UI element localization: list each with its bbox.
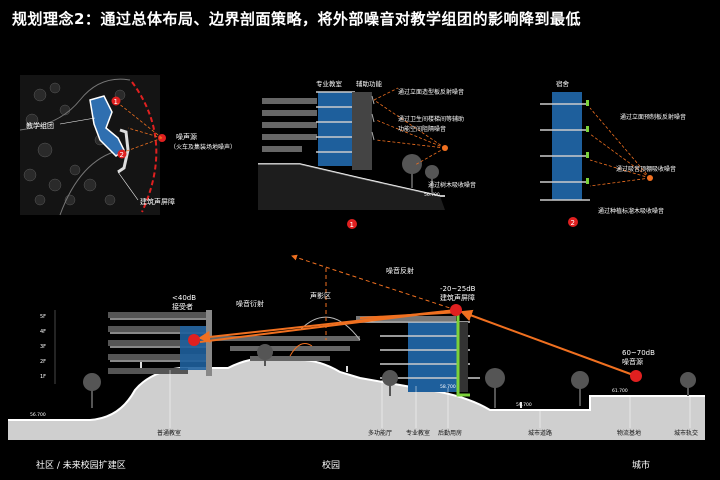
label-quiet-db: <40dB: [172, 294, 196, 302]
section2-rays: [589, 107, 651, 187]
middle-block: [210, 316, 361, 361]
section1-label-room: 专业教室: [316, 79, 343, 88]
section1-note-a: 通过立面造型板反射噪音: [398, 88, 464, 96]
elev-road: 59.700: [516, 402, 532, 408]
terrain-fill: [8, 360, 705, 440]
noise-arc: [131, 81, 158, 213]
under-label-city-road: 城市道路: [528, 429, 552, 437]
section-1: 专业教室 辅助功能 通过立面造型板反射噪音 通过卫生间楼梯间等辅助 功能空间阻隔…: [258, 79, 476, 229]
section2-badge: [568, 217, 578, 227]
screen-building: [117, 128, 130, 174]
screen-point: [450, 304, 462, 316]
section1-rays: [373, 87, 446, 166]
floor-label-1f: 1F: [40, 374, 46, 380]
right-screen-building: [355, 315, 480, 397]
label-source: 噪音源: [622, 357, 643, 366]
main-reflection-rays: [291, 254, 457, 340]
main-section: 5F 4F 3F 2F 1F: [8, 254, 705, 440]
section1-aux-block: [352, 92, 372, 170]
label-reflection: 噪音反射: [386, 266, 414, 275]
site-label-source-sub: （火车及集装场地噪声）: [170, 143, 236, 151]
bottom-label-city: 城市: [632, 461, 651, 471]
under-label-special-classroom: 专业教室: [406, 429, 430, 437]
under-labels: 普通教室 多功能厅 专业教室 后勤用房 城市道路 物流基地 城市轨交: [157, 429, 698, 437]
section1-label-aux: 辅助功能: [356, 79, 383, 88]
floor-label-5f: 5F: [40, 314, 46, 320]
floor-label-4f: 4F: [40, 329, 46, 335]
section2-note-a: 通过立面预制板反射噪音: [620, 113, 686, 121]
under-label-logistics-base: 物流基地: [617, 429, 641, 437]
elev-mid: 58.700: [440, 384, 456, 390]
site-trees: [23, 82, 126, 206]
teaching-cluster: [89, 95, 125, 157]
section1-note-b1: 通过卫生间楼梯间等辅助: [398, 115, 464, 123]
section1-badge: [347, 219, 357, 229]
site-label-screen: 建筑声屏障: [140, 197, 175, 206]
site-plan: 1 2 教学组团 噪声源 （火车及集装场地噪声） 建筑声屏障: [19, 75, 236, 216]
under-label-regular-classroom: 普通教室: [157, 429, 181, 437]
under-label-city-rail: 城市轨交: [674, 429, 698, 437]
section1-badge-label: 1: [350, 221, 354, 229]
green-screen-wall: [456, 315, 470, 397]
section1-elev: 56.700: [424, 192, 440, 198]
floor-label-3f: 3F: [40, 344, 46, 350]
section1-note-b2: 功能空间阻隔噪音: [398, 125, 446, 133]
receiver-point: [188, 334, 200, 346]
site-rays: [117, 102, 163, 153]
section1-left-floors: [262, 98, 317, 152]
label-screen: 建筑声屏障: [440, 293, 475, 302]
floor-labels: 5F 4F 3F 2F 1F: [40, 314, 46, 380]
bottom-label-campus: 校园: [322, 461, 341, 471]
label-source-db: 60~70dB: [622, 349, 655, 357]
section2-note-c: 通过种植标溜木吸收噪音: [598, 207, 664, 215]
label-diffraction: 噪音衍射: [236, 299, 264, 308]
page-title: 规划理念2：通过总体布局、边界剖面策略，将外部噪音对教学组团的影响降到最低: [12, 10, 581, 28]
label-screen-db: -20~25dB: [440, 285, 476, 293]
site-label-source: 噪声源: [176, 132, 197, 141]
under-label-multi-hall: 多功能厅: [368, 429, 392, 437]
section1-note-c: 通过树木吸收噪音: [428, 181, 476, 189]
section1-trees: [402, 154, 439, 192]
main-trees: [83, 344, 696, 408]
source-point: [630, 370, 642, 382]
section2-note-b: 通过吸音顶棚吸收噪音: [616, 165, 676, 173]
floor-label-2f: 2F: [40, 359, 46, 365]
bottom-label-community: 社区 / 未来校园扩建区: [36, 461, 126, 471]
main-noise-rays: [198, 309, 637, 377]
section2-dorm-block: [552, 92, 582, 200]
section1-classroom-block: [318, 92, 352, 166]
label-quiet: 接受者: [172, 302, 193, 311]
section-2: 宿舍 通过立面预制板反射噪音 通过吸音顶棚吸收噪音 通过种植标溜木吸收噪音 2: [540, 79, 686, 227]
section2-label-top: 宿舍: [556, 79, 570, 88]
elev-left: 56.700: [30, 412, 46, 418]
site-marker-2-label: 2: [120, 151, 124, 159]
section2-badge-label: 2: [571, 219, 575, 227]
elev-city: 61.700: [612, 388, 628, 394]
under-label-logistics: 后勤用房: [438, 429, 462, 437]
site-marker-1-label: 1: [114, 98, 118, 106]
left-classroom-building: [108, 310, 212, 376]
label-shadow-zone: 声影区: [310, 291, 331, 300]
site-label-group: 教学组团: [26, 121, 54, 130]
